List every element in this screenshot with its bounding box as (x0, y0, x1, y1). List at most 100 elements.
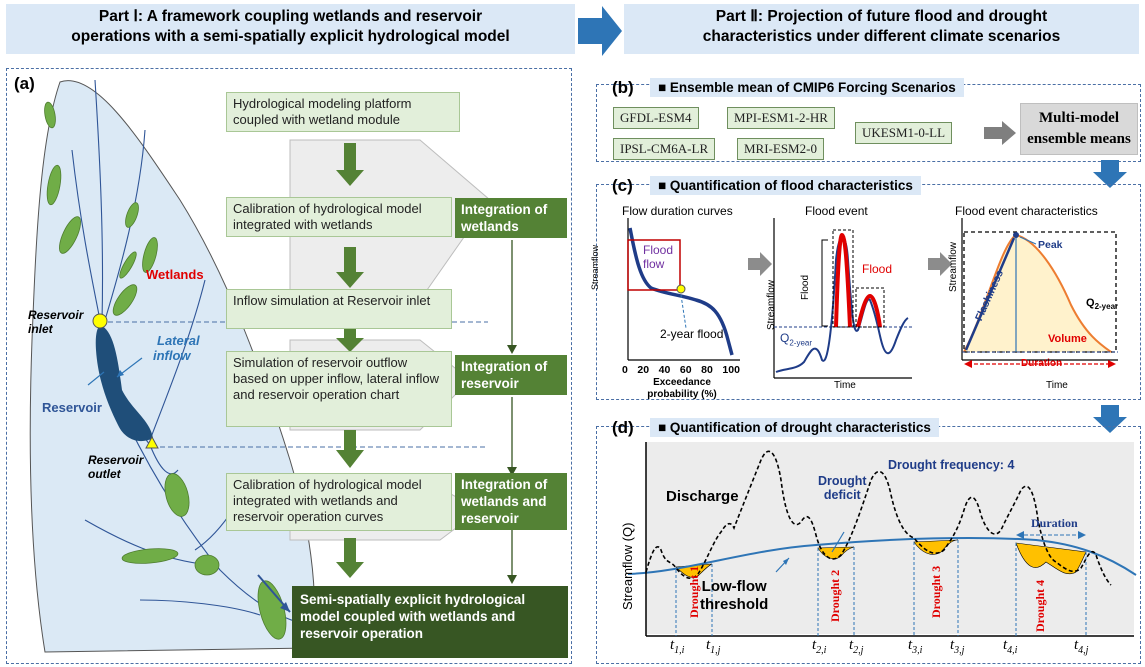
model-mpi: MPI-ESM1-2-HR (727, 107, 835, 129)
tick-t: t (670, 637, 675, 653)
ensemble-arrow (984, 121, 1016, 145)
tick-sub: 1,i (674, 645, 685, 656)
drought-frequency: Drought frequency: 4 (888, 458, 1015, 472)
time-tick-1j: t1,j (706, 637, 720, 656)
step-reservoir-outflow: Simulation of reservoir outflow based on… (226, 351, 452, 427)
reservoir-outlet-marker (145, 435, 159, 449)
tick-t: t (812, 637, 817, 653)
step-inflow-simulation: Inflow simulation at Reservoir inlet (226, 289, 452, 329)
fdc-xlabel: Exceedance probability (%) (626, 377, 738, 401)
integration-reservoir-box: Integration of reservoir (455, 355, 567, 395)
fdc-xtick: 60 (679, 364, 692, 376)
chars-xlabel: Time (1046, 380, 1068, 391)
tick-sub: 2,j (853, 645, 864, 656)
reservoir-inlet-marker (92, 313, 108, 329)
part1-header-line1: Part Ⅰ: A framework coupling wetlands an… (98, 8, 483, 25)
part2-header-line2: characteristics under different climate … (702, 28, 1061, 45)
tick-sub: 4,i (1007, 645, 1018, 656)
flood-flow-line1: Flood (643, 243, 674, 257)
part2-header: Part Ⅱ: Projection of future flood and d… (624, 4, 1139, 54)
flood-peak-1 (834, 232, 852, 328)
part1-header: Part Ⅰ: A framework coupling wetlands an… (6, 4, 575, 54)
flood-panels (627, 218, 1118, 379)
event-ylabel: Streamflow (766, 279, 777, 330)
fdc-xtick: 80 (701, 364, 713, 376)
model-ipsl: IPSL-CM6A-LR (613, 138, 716, 160)
map-label-wetlands: Wetlands (146, 267, 204, 282)
event-q: Q2-year (780, 331, 812, 347)
drought-3-fill (913, 539, 959, 555)
fdc-xticks: 0 20 40 60 80 100 (622, 364, 740, 376)
panel-a (6, 68, 572, 664)
part-transition-arrow (578, 6, 622, 56)
b-to-c-arrow (1093, 160, 1127, 188)
flood-flow-line2: flow (643, 257, 665, 271)
integration-wetlands-reservoir-box: Integration of wetlands and reservoir (455, 473, 567, 530)
c-to-d-arrow (1093, 405, 1127, 433)
final-model-box: Semi-spatially explicit hydrological mod… (292, 586, 568, 658)
fdc-curve (628, 227, 734, 356)
part2-header-line1: Part Ⅱ: Projection of future flood and d… (715, 8, 1048, 25)
event-flood: Flood (862, 262, 893, 276)
fdc-two-year: 2-year flood (660, 327, 724, 341)
deficit-line1: Drought (818, 474, 867, 488)
map-label-reservoir: Reservoir (42, 400, 102, 415)
fdc-xtick: 100 (722, 364, 740, 376)
chars-peak: Peak (1038, 239, 1063, 251)
lateral-line2: inflow (153, 348, 191, 363)
ensemble-box: Multi-model ensemble means (1020, 103, 1138, 155)
fdc-ylabel: Streamflow (590, 244, 600, 290)
wetland-patches (44, 101, 287, 640)
map-label-reservoir-inlet: Reservoir inlet (28, 308, 83, 336)
step-calibration-wetlands-reservoir: Calibration of hydrological model integr… (226, 473, 452, 531)
tick-sub: 3,j (954, 645, 965, 656)
tick-sub: 3,i (912, 645, 923, 656)
event-title: Flood event (805, 204, 868, 218)
chars-volume: Volume (1048, 333, 1087, 345)
panel-b-title: ■ Ensemble mean of CMIP6 Forcing Scenari… (650, 78, 964, 97)
outlet-line1: Reservoir (88, 453, 144, 467)
flood-hydrograph (775, 236, 909, 373)
drought-ylabel: Streamflow (Q) (620, 522, 635, 610)
time-tick-2j: t2,j (849, 637, 863, 656)
chars-q: Q2-year (1086, 297, 1118, 311)
two-year-point (676, 284, 686, 294)
drought-1-label: Drought 1 (687, 565, 701, 618)
event-xlabel: Time (834, 380, 856, 391)
drought-plot (627, 442, 1137, 637)
event-volume-fill (964, 235, 1111, 352)
fdc-flood-flow: Flood flow (643, 243, 673, 271)
panel-d-title: ■ Quantification of drought characterist… (650, 418, 939, 437)
step-modeling-platform: Hydrological modeling platform coupled w… (226, 92, 460, 132)
time-tick-4i: t4,i (1003, 637, 1017, 656)
model-gfdl: GFDL-ESM4 (613, 107, 699, 129)
panel-a-label: (a) (14, 74, 35, 93)
model-mri: MRI-ESM2-0 (737, 138, 824, 160)
time-tick-1i: t1,i (670, 637, 684, 656)
panel-c-title: ■ Quantification of flood characteristic… (650, 176, 921, 195)
tick-sub: 4,j (1078, 645, 1089, 656)
discharge-curve (645, 450, 1112, 586)
event-q-letter: Q (780, 331, 790, 345)
peak-point (1013, 232, 1019, 238)
chars-q-sub: 2-year (1094, 302, 1119, 312)
tick-t: t (950, 637, 955, 653)
fdc-xlabel-line2: probability (%) (647, 389, 717, 400)
flood-peak-2 (856, 293, 882, 328)
drought-3-label: Drought 3 (929, 565, 943, 618)
discharge-label: Discharge (666, 488, 739, 505)
panel-d-label: (d) (612, 418, 634, 437)
tick-t: t (706, 637, 711, 653)
integration-wetlands-box: Integration of wetlands (455, 198, 567, 238)
low-flow-threshold (627, 536, 1137, 576)
lateral-line1: Lateral (157, 333, 200, 348)
map-label-reservoir-outlet: Reservoir outlet (88, 453, 143, 481)
fdc-title: Flow duration curves (622, 204, 733, 218)
time-tick-2i: t2,i (812, 637, 826, 656)
tick-t: t (908, 637, 913, 653)
threshold-line2: threshold (700, 596, 769, 613)
threshold-label: Low-flow threshold (700, 578, 768, 614)
fdc-xtick: 40 (658, 364, 671, 376)
panel-b-label: (b) (612, 78, 634, 97)
fdc-xtick: 20 (637, 364, 650, 376)
